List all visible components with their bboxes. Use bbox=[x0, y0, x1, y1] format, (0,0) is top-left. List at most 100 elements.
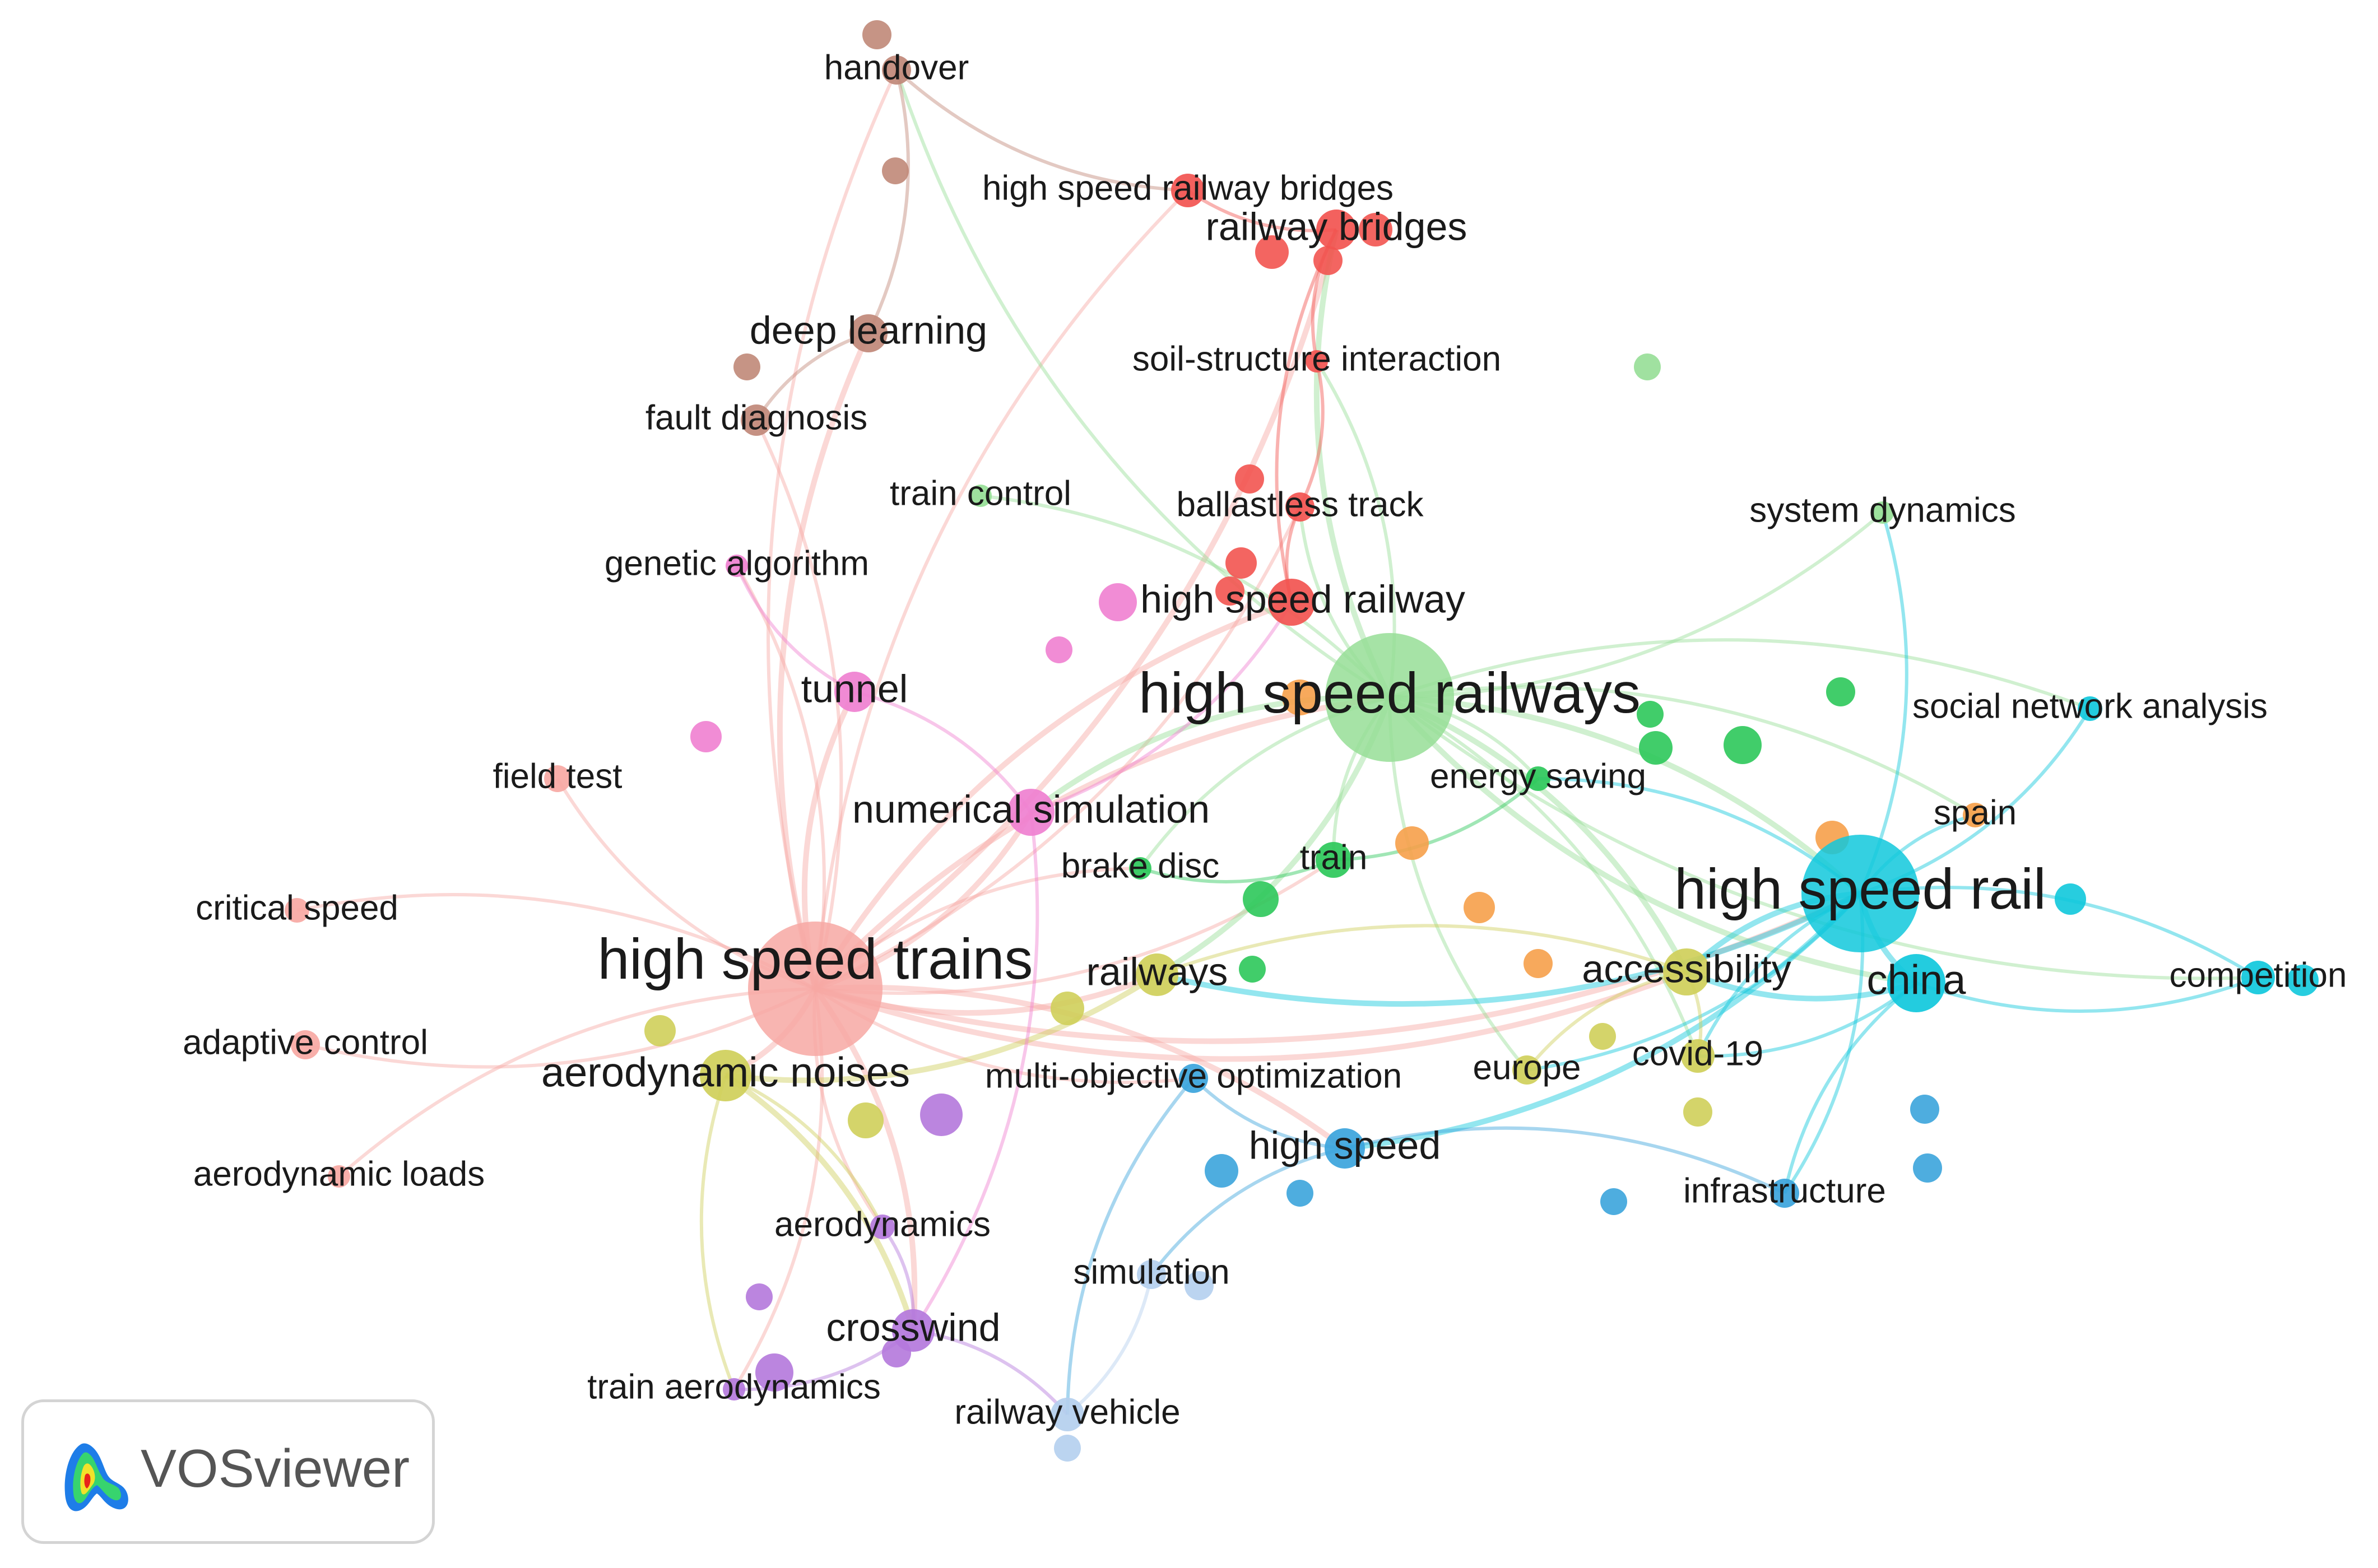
unlabeled-node[interactable] bbox=[1395, 826, 1429, 860]
node-hsr-single[interactable] bbox=[1268, 579, 1315, 626]
link-hst-high-speed bbox=[815, 984, 1346, 1151]
unlabeled-node[interactable] bbox=[644, 1015, 676, 1046]
node-covid[interactable] bbox=[1681, 1039, 1715, 1073]
link-hsrailways-social bbox=[1389, 638, 2091, 710]
node-competition[interactable] bbox=[2241, 961, 2275, 994]
node-hsrailways[interactable] bbox=[1325, 633, 1454, 762]
node-train-control[interactable] bbox=[969, 485, 992, 507]
unlabeled-node[interactable] bbox=[1464, 892, 1495, 923]
node-simulation[interactable] bbox=[1137, 1260, 1166, 1289]
node-field-test[interactable] bbox=[544, 765, 571, 792]
unlabeled-node[interactable] bbox=[1286, 1180, 1313, 1207]
unlabeled-node[interactable] bbox=[920, 1094, 963, 1136]
node-high-speed[interactable] bbox=[1325, 1128, 1365, 1169]
node-train[interactable] bbox=[1316, 842, 1351, 878]
node-hsrb[interactable] bbox=[1171, 174, 1205, 207]
node-system-dynamics[interactable] bbox=[1871, 501, 1894, 524]
unlabeled-node[interactable] bbox=[2055, 883, 2086, 915]
unlabeled-node[interactable] bbox=[882, 157, 909, 184]
unlabeled-node[interactable] bbox=[1910, 1095, 1939, 1124]
node-china[interactable] bbox=[1887, 954, 1945, 1012]
link-hsrailways-covid bbox=[1388, 696, 1699, 1057]
node-aero-loads[interactable] bbox=[328, 1165, 350, 1188]
node-spain[interactable] bbox=[1963, 803, 1987, 827]
unlabeled-node[interactable] bbox=[1205, 1154, 1238, 1188]
node-moo[interactable] bbox=[1179, 1064, 1208, 1093]
unlabeled-node[interactable] bbox=[862, 20, 891, 49]
node-aerodynamics[interactable] bbox=[870, 1215, 895, 1239]
label-hsrb: high speed railway bridges bbox=[982, 169, 1394, 207]
link-high-speed-moo bbox=[1192, 1077, 1345, 1150]
unlabeled-node[interactable] bbox=[1724, 726, 1762, 764]
unlabeled-node[interactable] bbox=[1913, 1153, 1942, 1183]
node-railway-bridges[interactable] bbox=[1316, 210, 1357, 250]
node-adaptive[interactable] bbox=[291, 1030, 320, 1059]
node-fault[interactable] bbox=[741, 404, 772, 436]
node-railways[interactable] bbox=[1136, 953, 1178, 996]
unlabeled-node[interactable] bbox=[1185, 1271, 1214, 1300]
unlabeled-node[interactable] bbox=[1359, 213, 1392, 246]
link-hst-railway-bridges bbox=[814, 229, 1339, 992]
unlabeled-node[interactable] bbox=[1639, 731, 1673, 765]
unlabeled-node[interactable] bbox=[1524, 949, 1553, 978]
unlabeled-node[interactable] bbox=[1239, 956, 1266, 983]
unlabeled-node[interactable] bbox=[1215, 576, 1244, 606]
link-hst-accessibility bbox=[814, 969, 1688, 1062]
link-hst-hsrb bbox=[814, 189, 1190, 989]
unlabeled-node[interactable] bbox=[1046, 636, 1072, 663]
unlabeled-node[interactable] bbox=[1243, 881, 1279, 917]
unlabeled-node[interactable] bbox=[1099, 583, 1137, 621]
node-aero-noises[interactable] bbox=[700, 1050, 751, 1101]
unlabeled-node[interactable] bbox=[746, 1283, 773, 1310]
link-handover-hsrb bbox=[895, 68, 1188, 192]
node-social[interactable] bbox=[2078, 696, 2102, 721]
label-genetic: genetic algorithm bbox=[605, 544, 869, 583]
unlabeled-node[interactable] bbox=[1051, 992, 1084, 1025]
node-deep-learning[interactable] bbox=[849, 314, 888, 352]
node-infrastructure[interactable] bbox=[1770, 1179, 1799, 1208]
node-energy[interactable] bbox=[1526, 766, 1550, 791]
node-ballastless[interactable] bbox=[1285, 492, 1315, 522]
unlabeled-node[interactable] bbox=[1282, 680, 1318, 715]
label-soil: soil-structure interaction bbox=[1132, 339, 1501, 378]
unlabeled-node[interactable] bbox=[1235, 464, 1264, 494]
unlabeled-node[interactable] bbox=[690, 721, 722, 752]
node-europe[interactable] bbox=[1512, 1055, 1541, 1085]
unlabeled-node[interactable] bbox=[755, 1353, 793, 1392]
label-handover: handover bbox=[824, 48, 969, 87]
unlabeled-node[interactable] bbox=[1054, 1435, 1081, 1462]
unlabeled-node[interactable] bbox=[1225, 547, 1257, 579]
label-hst: high speed trains bbox=[598, 927, 1033, 991]
node-accessibility[interactable] bbox=[1663, 948, 1710, 995]
label-field-test: field test bbox=[493, 757, 623, 795]
unlabeled-node[interactable] bbox=[1255, 235, 1289, 269]
unlabeled-node[interactable] bbox=[2287, 965, 2319, 996]
node-soil[interactable] bbox=[1306, 350, 1328, 373]
unlabeled-node[interactable] bbox=[1634, 353, 1661, 380]
link-layer bbox=[296, 68, 2259, 1416]
unlabeled-node[interactable] bbox=[848, 1102, 884, 1138]
node-genetic[interactable] bbox=[726, 555, 748, 577]
unlabeled-node[interactable] bbox=[1637, 701, 1664, 728]
node-train-aero[interactable] bbox=[723, 1378, 745, 1401]
node-numerical[interactable] bbox=[1007, 789, 1055, 836]
node-hst[interactable] bbox=[748, 922, 883, 1056]
unlabeled-node[interactable] bbox=[1589, 1023, 1616, 1050]
unlabeled-node[interactable] bbox=[1313, 246, 1343, 275]
unlabeled-node[interactable] bbox=[1600, 1188, 1627, 1215]
node-brake[interactable] bbox=[1129, 857, 1151, 880]
link-hst-handover bbox=[767, 69, 898, 989]
node-crosswind[interactable] bbox=[892, 1309, 935, 1352]
node-tunnel[interactable] bbox=[834, 672, 875, 712]
link-numerical-tunnel bbox=[854, 690, 1033, 813]
node-handover[interactable] bbox=[882, 55, 911, 85]
link-handover-deep-learning bbox=[867, 69, 910, 334]
unlabeled-node[interactable] bbox=[1683, 1097, 1712, 1127]
node-hs-rail[interactable] bbox=[1801, 835, 1919, 952]
unlabeled-node[interactable] bbox=[1826, 677, 1855, 706]
unlabeled-node[interactable] bbox=[733, 353, 760, 380]
label-aero-loads: aerodynamic loads bbox=[193, 1155, 485, 1193]
node-critical[interactable] bbox=[285, 898, 309, 923]
link-simulation-railway-vehicle bbox=[1066, 1274, 1153, 1416]
node-railway-vehicle[interactable] bbox=[1051, 1398, 1084, 1431]
